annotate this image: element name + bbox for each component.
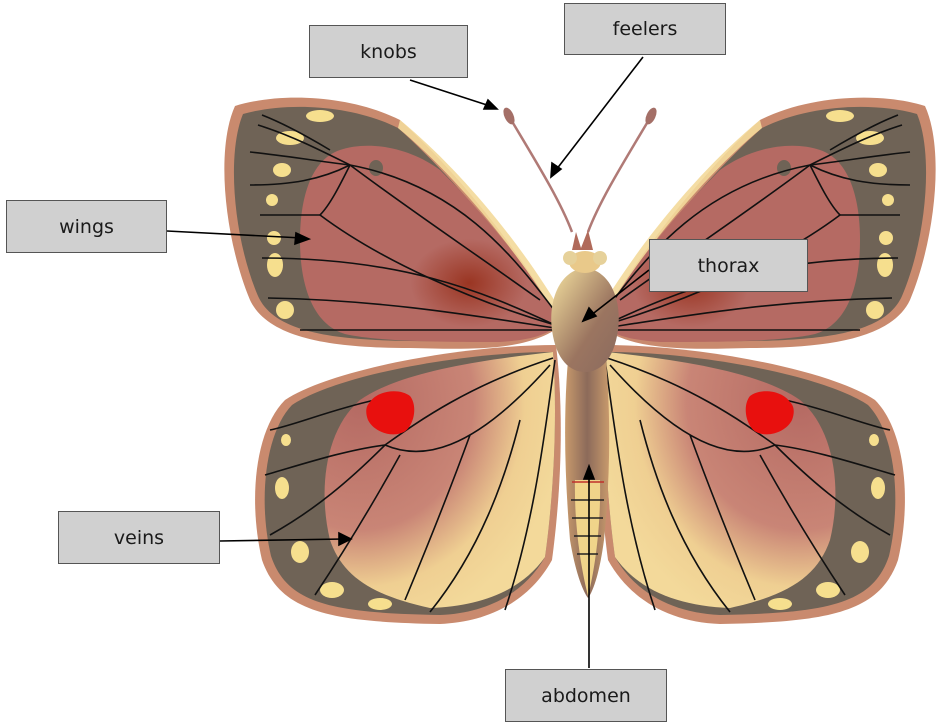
label-feelers: feelers — [564, 3, 726, 55]
label-thorax: thorax — [649, 239, 808, 292]
label-wings: wings — [6, 200, 167, 253]
label-abdomen: abdomen — [505, 669, 667, 722]
label-veins: veins — [58, 511, 220, 564]
label-knobs: knobs — [309, 25, 468, 78]
